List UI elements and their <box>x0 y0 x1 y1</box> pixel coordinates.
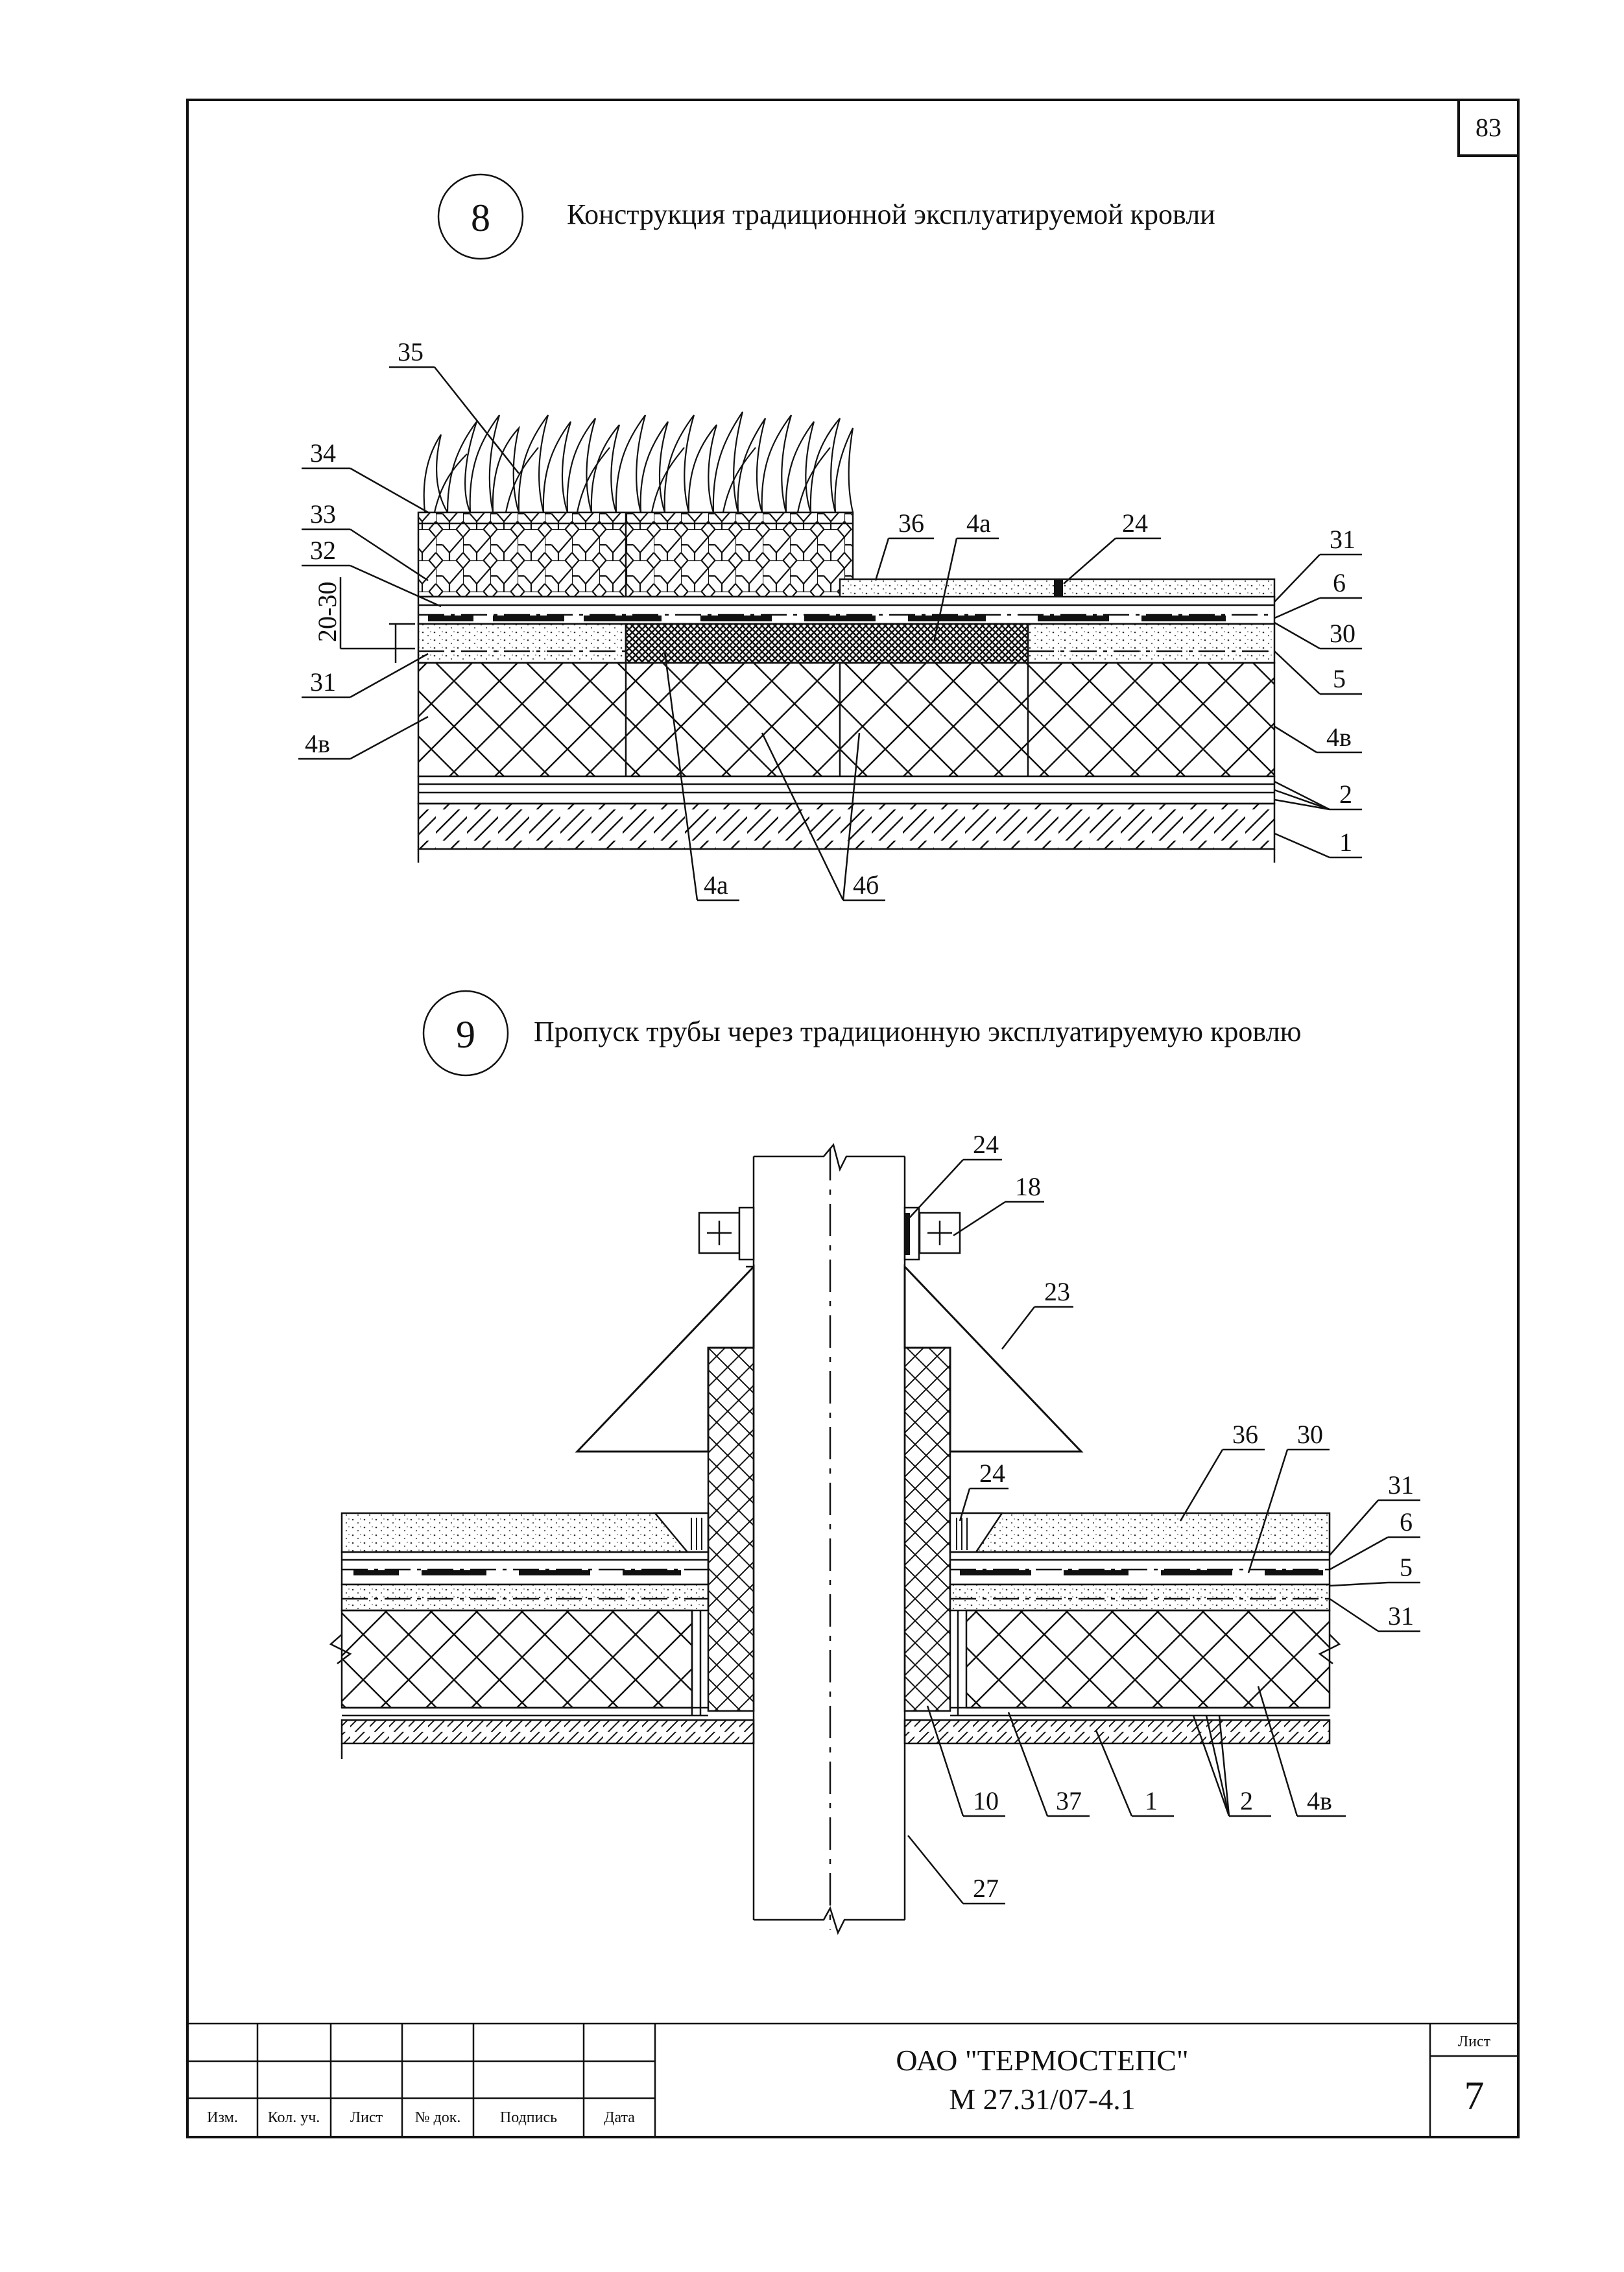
label-24-b: 24 <box>979 1459 1005 1488</box>
label-1-b: 1 <box>1145 1786 1158 1815</box>
label-4v-left: 4в <box>305 729 330 758</box>
insulation-main <box>417 662 1276 778</box>
detail-8-title: Конструкция традиционной эксплуатируемой… <box>567 198 1215 230</box>
label-36-b: 36 <box>1232 1420 1258 1449</box>
label-37: 37 <box>1056 1786 1082 1815</box>
dense-insulation-4a <box>625 623 1029 664</box>
roof-right <box>903 1512 1341 1745</box>
membrane-black-strip <box>428 616 1226 621</box>
detail-8: 8 Конструкция традиционной эксплуатируем… <box>298 173 1362 902</box>
label-31-right: 31 <box>1330 525 1355 554</box>
label-30: 30 <box>1330 619 1355 648</box>
label-31: 31 <box>310 667 336 697</box>
label-2: 2 <box>1339 780 1352 809</box>
label-24: 24 <box>1122 508 1148 538</box>
label-36: 36 <box>898 508 924 538</box>
roof-left <box>329 1512 755 1759</box>
label-2-b: 2 <box>1240 1786 1253 1815</box>
tb-organization: ОАО "ТЕРМОСТЕПС" <box>896 2044 1188 2077</box>
label-4b: 4б <box>853 870 879 900</box>
sleeve-right <box>903 1346 951 1712</box>
label-23: 23 <box>1044 1277 1070 1306</box>
detail-9-title: Пропуск трубы через традиционную эксплуа… <box>534 1016 1301 1047</box>
tb-col-date: Дата <box>604 2109 635 2126</box>
label-33: 33 <box>310 499 336 529</box>
detail-9-number-circle <box>422 990 509 1077</box>
tb-col-doc: № док. <box>415 2109 461 2126</box>
label-4a-top: 4а <box>966 508 991 538</box>
label-18: 18 <box>1015 1172 1041 1201</box>
tb-code: М 27.31/07-4.1 <box>949 2083 1136 2116</box>
label-34: 34 <box>310 438 336 468</box>
slab <box>417 802 1276 850</box>
detail-8-left-labels: 35 34 33 32 20-30 31 4в <box>298 337 519 760</box>
label-24-top: 24 <box>973 1130 999 1159</box>
label-35: 35 <box>398 337 424 366</box>
detail-9-number: 9 <box>456 1013 475 1056</box>
sealant-24 <box>1054 579 1063 599</box>
clamp-18 <box>698 1206 961 1261</box>
label-1: 1 <box>1339 828 1352 857</box>
label-6-b: 6 <box>1400 1507 1413 1537</box>
sheet-number-box <box>1457 99 1520 157</box>
label-20-30: 20-30 <box>313 582 342 642</box>
grass-layer <box>423 411 854 513</box>
pipe <box>752 1143 906 1935</box>
label-31-b-top: 31 <box>1388 1470 1414 1500</box>
title-block: Изм. Кол. уч. Лист № док. Подпись Дата О… <box>187 2022 1518 2137</box>
detail-9-top-labels: 24 18 23 <box>907 1130 1073 1350</box>
label-10: 10 <box>973 1786 999 1815</box>
sheet-number: 83 <box>1475 113 1501 142</box>
label-32: 32 <box>310 536 336 565</box>
detail-9-bottom-labels: 10 37 1 2 4в 27 <box>907 1686 1346 1905</box>
label-27: 27 <box>973 1874 999 1903</box>
detail-9: 9 Пропуск трубы через традиционную экспл… <box>329 990 1420 1935</box>
umbrella-23 <box>575 1264 1084 1453</box>
drainage-layer <box>417 511 854 598</box>
label-6: 6 <box>1333 568 1346 597</box>
tb-page-label: Лист <box>1458 2033 1491 2050</box>
tb-page-number: 7 <box>1464 2074 1485 2118</box>
detail-8-right-labels: 36 4а 24 31 6 30 5 4в 2 <box>874 508 1362 859</box>
label-4v-right: 4в <box>1326 723 1352 752</box>
label-31-b-bottom: 31 <box>1388 1601 1414 1631</box>
vapour-barrier <box>417 775 1276 805</box>
detail-9-right-labels: 36 30 24 31 6 5 31 <box>959 1420 1420 1632</box>
detail-8-number-circle <box>437 173 524 260</box>
tb-col-list: Лист <box>350 2109 383 2126</box>
label-30-b: 30 <box>1297 1420 1323 1449</box>
tb-col-sign: Подпись <box>500 2109 557 2126</box>
sheet-frame <box>186 99 1520 2138</box>
label-4v-b: 4в <box>1307 1786 1332 1815</box>
tb-col-kol: Кол. уч. <box>268 2109 320 2126</box>
sleeve-left <box>707 1346 755 1712</box>
label-5: 5 <box>1333 664 1346 693</box>
detail-8-number: 8 <box>471 197 490 239</box>
tb-col-izm: Изм. <box>207 2109 238 2126</box>
detail-8-bottom-labels: 4а 4б <box>663 651 885 902</box>
label-5-b: 5 <box>1400 1553 1413 1582</box>
label-4a-bottom: 4а <box>704 870 728 900</box>
